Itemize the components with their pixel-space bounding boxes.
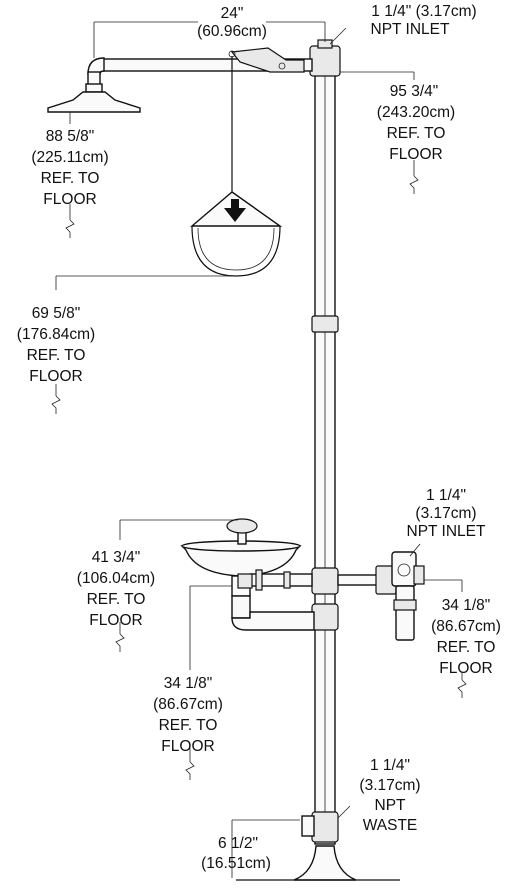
dimension-lines [55, 21, 463, 878]
top-tee-fitting [309, 39, 341, 77]
eyewash-inlet-height-ref: REF. TO [159, 717, 218, 734]
showerhead-height-metric: (225.11cm) [31, 149, 108, 166]
top-inlet-size: 1 1/4" (3.17cm) [371, 3, 476, 20]
waste-type-label: WASTE [363, 817, 418, 834]
eyewash-bowl-height-ref: REF. TO [87, 591, 146, 608]
side-inlet-size: 1 1/4" [426, 487, 466, 504]
base-height-value: 6 1/2" [218, 835, 258, 852]
side-inlet-metric: (3.17cm) [415, 505, 476, 522]
overall-height-floor: FLOOR [389, 146, 442, 163]
waste-type-npt: NPT [375, 797, 407, 814]
eyewash-inlet-height-value: 34 1/8" [164, 675, 213, 692]
label-waste: 1 1/4" (3.17cm) NPT WASTE [359, 757, 420, 834]
pull-handle-height-floor: FLOOR [29, 368, 82, 385]
waste-tee [301, 811, 339, 843]
side-inlet-height-metric: (86.67cm) [431, 618, 501, 635]
label-eyewash-inlet-height: 34 1/8" (86.67cm) REF. TO FLOOR [153, 675, 223, 755]
base-flange [236, 845, 400, 881]
label-arm-width: 24" (60.96cm) [197, 5, 267, 40]
eyewash-bowl-height-metric: (106.04cm) [77, 570, 155, 587]
pull-handle-height-metric: (176.84cm) [17, 326, 95, 343]
overall-height-metric: (243.20cm) [377, 104, 455, 121]
eyewash-inlet-height-metric: (86.67cm) [153, 696, 223, 713]
label-side-inlet-height: 34 1/8" (86.67cm) REF. TO FLOOR [431, 597, 501, 677]
label-eyewash-bowl-height: 41 3/4" (106.04cm) REF. TO FLOOR [77, 549, 155, 629]
arm-width-value: 24" [221, 5, 244, 22]
eyewash-bowl [180, 518, 302, 577]
overall-height-value: 95 3/4" [390, 83, 439, 100]
eyewash-bowl-height-value: 41 3/4" [92, 549, 141, 566]
side-inlet-height-ref: REF. TO [437, 639, 496, 656]
side-inlet-fitting [337, 551, 425, 641]
pull-handle-height-value: 69 5/8" [32, 305, 81, 322]
waste-metric: (3.17cm) [359, 777, 420, 794]
showerhead-height-floor: FLOOR [43, 191, 96, 208]
side-inlet-height-floor: FLOOR [439, 660, 492, 677]
down-arrow-icon [224, 199, 246, 222]
showerhead-height-value: 88 5/8" [46, 128, 95, 145]
pull-handle-height-ref: REF. TO [27, 347, 86, 364]
label-base-height: 6 1/2" (16.51cm) [201, 835, 271, 872]
main-pipe [311, 51, 339, 845]
label-top-inlet: 1 1/4" (3.17cm) NPT INLET [371, 3, 477, 38]
base-height-metric: (16.51cm) [201, 855, 271, 872]
arm-width-metric: (60.96cm) [197, 23, 267, 40]
showerhead-height-ref: REF. TO [41, 170, 100, 187]
label-pull-handle-height: 69 5/8" (176.84cm) REF. TO FLOOR [17, 305, 95, 385]
eyewash-plumbing [231, 569, 315, 631]
label-side-inlet: 1 1/4" (3.17cm) NPT INLET [407, 487, 486, 540]
eyewash-inlet-height-floor: FLOOR [161, 738, 214, 755]
side-inlet-height-value: 34 1/8" [442, 597, 491, 614]
eyewash-bowl-height-floor: FLOOR [89, 612, 142, 629]
label-showerhead-height: 88 5/8" (225.11cm) REF. TO FLOOR [31, 128, 108, 208]
top-inlet-type: NPT INLET [371, 21, 450, 38]
break-line-icon [51, 175, 467, 780]
overall-height-ref: REF. TO [387, 125, 446, 142]
shower-head [47, 83, 141, 113]
shower-valve [228, 47, 305, 73]
label-overall-height: 95 3/4" (243.20cm) REF. TO FLOOR [377, 83, 455, 163]
side-inlet-type: NPT INLET [407, 523, 486, 540]
waste-size: 1 1/4" [370, 757, 410, 774]
